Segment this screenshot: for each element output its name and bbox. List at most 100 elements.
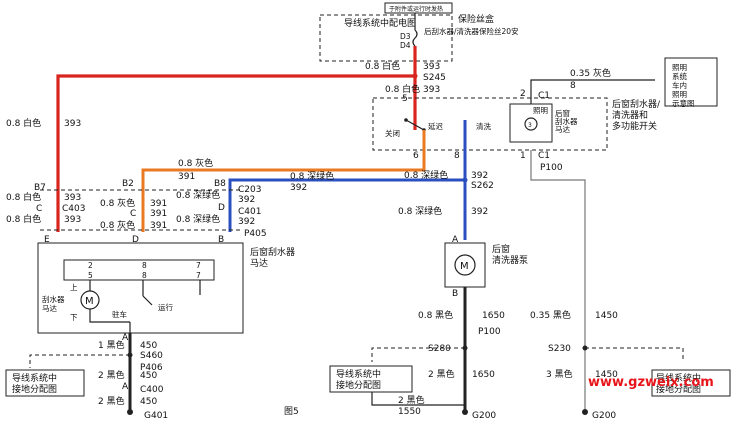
svg-text:391: 391 [150,209,167,219]
svg-text:0.8 深绿色: 0.8 深绿色 [398,205,442,217]
svg-text:驻车: 驻车 [112,309,127,319]
svg-text:B2: B2 [122,179,134,189]
svg-text:0.8 白色: 0.8 白色 [6,117,41,129]
figure-label: 图5 [284,406,299,417]
svg-text:上: 上 [70,283,78,292]
svg-text:C400: C400 [140,385,164,395]
svg-text:S230: S230 [548,344,571,354]
svg-text:0.8 黑色: 0.8 黑色 [418,309,453,321]
svg-text:0.35 黑色: 0.35 黑色 [530,309,571,321]
svg-text:A: A [122,382,129,392]
washer-pump-title: 后窗清洗器泵 [492,243,528,266]
svg-text:A: A [122,333,129,343]
svg-text:392: 392 [471,207,488,217]
svg-text:392: 392 [290,183,307,193]
svg-text:0.8 深绿色: 0.8 深绿色 [176,189,220,201]
svg-text:E: E [44,235,50,245]
svg-text:450: 450 [140,397,157,407]
ground-ref-right-text: 导线系统中接地分配图 [656,372,701,395]
svg-text:450: 450 [140,371,157,381]
svg-text:G401: G401 [144,411,168,421]
svg-text:393: 393 [64,215,81,225]
svg-text:G200: G200 [592,411,616,421]
svg-text:1550: 1550 [398,407,421,417]
svg-text:0.8 白色: 0.8 白色 [385,83,420,95]
svg-text:P406: P406 [140,363,163,373]
ground-g200-right-icon [582,409,588,415]
fuse-box [319,14,453,62]
svg-text:运行: 运行 [158,302,173,312]
washer-pump-motor-icon [454,254,476,276]
switch-lamp-icon [524,117,538,131]
svg-text:0.8 灰色: 0.8 灰色 [100,219,135,231]
ground-ref-mid [329,365,413,393]
svg-text:1450: 1450 [595,370,618,380]
rear-motor-title: 后窗刮水器马达 [250,246,295,269]
svg-text:392: 392 [238,217,255,227]
svg-text:B7: B7 [34,183,46,193]
svg-text:2 黑色: 2 黑色 [428,368,455,380]
svg-text:G200: G200 [472,411,496,421]
ground-ref-left-text: 导线系统中接地分配图 [12,372,57,395]
svg-text:A: A [452,235,459,245]
svg-text:P100: P100 [540,163,563,173]
svg-text:8: 8 [454,151,460,161]
ground-ref-left [5,369,85,397]
svg-text:391: 391 [150,221,167,231]
svg-text:393: 393 [423,62,440,72]
svg-text:S280: S280 [428,344,451,354]
svg-text:5: 5 [88,271,93,280]
svg-text:391: 391 [150,199,167,209]
rear-wiper-motor [37,242,244,334]
svg-text:393: 393 [423,85,440,95]
svg-text:S245: S245 [423,73,446,83]
svg-text:3 黑色: 3 黑色 [546,368,573,380]
svg-text:2 黑色: 2 黑色 [98,395,125,407]
lamp-ref-box [664,57,718,107]
svg-text:0.8 灰色: 0.8 灰色 [178,157,213,169]
svg-text:关闭: 关闭 [385,128,400,138]
switch-contact [405,119,425,131]
svg-text:8: 8 [142,261,147,270]
fuse-desc: 后刮水器/清洗器保险丝20安 [424,26,519,36]
svg-text:D: D [132,235,139,245]
svg-text:B8: B8 [214,179,226,189]
svg-text:M: M [460,261,469,272]
svg-text:C401: C401 [238,207,261,217]
switch-motor-label: 后窗刮水器马达 [555,108,578,134]
svg-text:6: 6 [413,151,419,161]
svg-text:2 黑色: 2 黑色 [98,369,125,381]
svg-text:B: B [452,289,458,299]
ground-g401-icon [127,409,133,415]
svg-text:清洗: 清洗 [476,121,491,131]
svg-text:1: 1 [520,151,526,161]
svg-text:0.8 深绿色: 0.8 深绿色 [176,213,220,225]
svg-text:392: 392 [238,195,255,205]
svg-text:0.35 灰色: 0.35 灰色 [570,67,611,79]
watermark: www.gzweix.com [588,375,714,390]
svg-text:延迟: 延迟 [428,121,443,131]
ground-ref-mid-text: 导线系统中接地分配图 [336,368,381,391]
svg-text:C203: C203 [238,185,261,195]
svg-text:8: 8 [142,271,147,280]
svg-text:0.8 白色: 0.8 白色 [6,191,41,203]
svg-text:7: 7 [196,271,201,280]
svg-text:S262: S262 [471,181,494,191]
svg-text:C: C [36,204,42,214]
svg-text:C403: C403 [62,204,85,214]
svg-text:0.8 深绿色: 0.8 深绿色 [404,169,448,181]
svg-text:S460: S460 [140,351,163,361]
svg-text:0.8 白色: 0.8 白色 [365,60,400,72]
svg-text:7: 7 [196,261,201,270]
svg-text:0.8 白色: 0.8 白色 [6,213,41,225]
svg-text:393: 393 [64,119,81,129]
svg-text:5: 5 [402,94,408,104]
motor-name: 刮水器马达 [42,294,65,313]
svg-text:B: B [218,235,224,245]
svg-text:M: M [85,296,94,307]
svg-text:照明: 照明 [533,106,548,115]
rear-switch [372,97,608,151]
svg-text:391: 391 [178,172,195,182]
svg-text:0.8 灰色: 0.8 灰色 [100,197,135,209]
fuse-box-title: 导线系统中配电图 [344,17,416,29]
